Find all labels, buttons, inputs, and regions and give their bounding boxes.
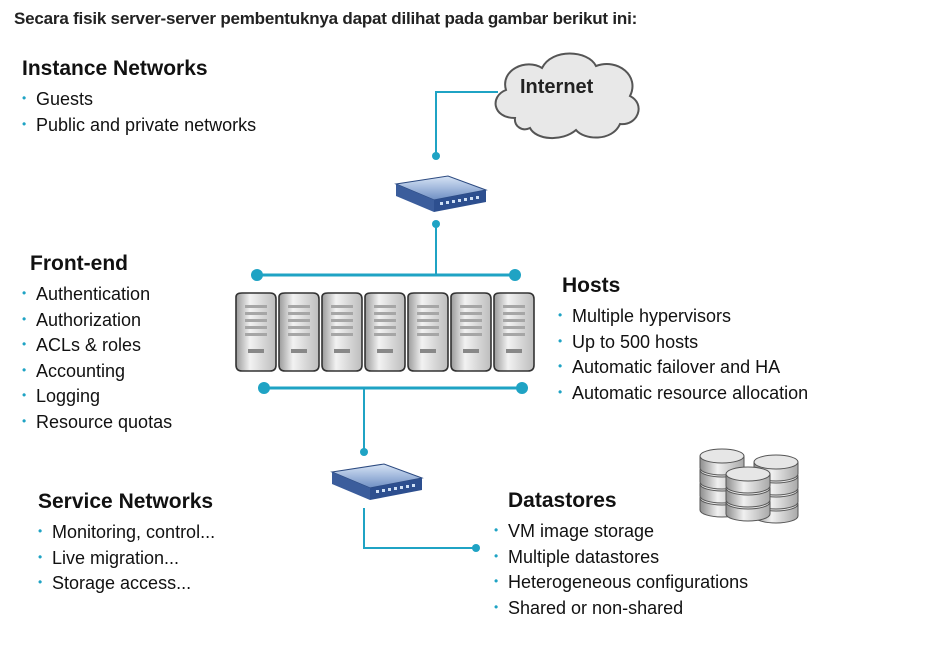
list-item-text: ACLs & roles <box>36 335 142 355</box>
list-item-text: Up to 500 hosts <box>572 331 699 352</box>
list-item: • Logging <box>22 384 172 410</box>
list-item: • Automatic resource allocation <box>558 381 808 407</box>
list-item: • Accounting <box>22 359 172 385</box>
list-item: • Authentication <box>22 282 172 308</box>
list-item: • Live migration... <box>38 546 215 572</box>
bullet-icon: • <box>22 337 27 351</box>
internet-label: Internet <box>520 76 594 98</box>
list-item: • ACLs & roles <box>22 333 172 359</box>
list-item-text: Authorization <box>36 309 142 330</box>
bullet-icon: • <box>494 574 499 588</box>
bullet-list: • VM image storage • Multiple datastores • He… <box>494 519 748 621</box>
instance-networks-section: Instance Networks • Guests • Public and pri… <box>22 57 256 138</box>
list-item-text: Multiple datastores <box>508 546 660 567</box>
network-switch-icon <box>330 463 424 500</box>
front-end-section: Front-end •Authentication•Authorization•… <box>22 252 172 435</box>
list-item-text: Guests <box>36 89 94 109</box>
section-title: Instance Networks <box>22 57 208 80</box>
bullet-icon: • <box>22 388 27 402</box>
list-item: • Multiple hypervisors <box>558 304 808 330</box>
list-item-text: Public and private networks <box>36 114 257 135</box>
bullet-icon: • <box>22 311 27 326</box>
server-icon <box>407 292 449 372</box>
datastores-section: Datastores • VM image storage • Multiple da… <box>494 489 748 621</box>
server-icon <box>493 292 535 372</box>
list-item: • VM image storage <box>494 519 748 545</box>
list-item-text: Authentication <box>36 284 151 304</box>
server-icon <box>278 292 320 372</box>
list-item: • Heterogeneous configurations <box>494 570 748 596</box>
bullet-icon: • <box>22 362 27 377</box>
list-item: • Monitoring, control... <box>38 520 215 546</box>
bullet-icon: • <box>494 599 499 614</box>
list-item-text: Heterogeneous configurations <box>508 572 749 592</box>
server-icon <box>321 292 363 372</box>
disk-stack-icon <box>699 448 799 524</box>
bullet-icon: • <box>494 548 499 563</box>
list-item-text: Accounting <box>36 360 126 381</box>
server-icon <box>364 292 406 372</box>
bullet-icon: • <box>38 524 43 538</box>
list-item: • Guests <box>22 87 256 113</box>
bullet-icon: • <box>494 523 499 537</box>
bullet-list: • Authentication • Authorization • ACLs & rol… <box>22 282 172 435</box>
cloud-icon <box>494 52 640 139</box>
page-caption: Secara fisik server-server pembentuknya … <box>14 9 638 28</box>
list-item: • Storage access... <box>38 571 215 597</box>
network-links <box>257 91 522 549</box>
list-item-text: Resource quotas <box>36 411 173 432</box>
host-servers <box>235 292 535 372</box>
bullet-icon: • <box>22 286 27 300</box>
list-item-text: Shared or non-shared <box>508 597 684 618</box>
bullet-icon: • <box>22 116 27 131</box>
section-title: Hosts <box>562 274 621 297</box>
bullet-icon: • <box>38 575 43 589</box>
section-title: Datastores <box>508 489 617 512</box>
list-item: • Shared or non-shared <box>494 596 748 622</box>
list-item-text: Automatic resource allocation <box>572 382 809 403</box>
list-item: • Public and private networks <box>22 113 256 139</box>
server-icon <box>235 292 277 372</box>
link-endpoints <box>251 152 528 552</box>
list-item: • Up to 500 hosts <box>558 330 808 356</box>
list-item: • Authorization <box>22 308 172 334</box>
network-switch-icon <box>394 175 488 212</box>
list-item: • Multiple datastores <box>494 545 748 571</box>
bullet-icon: • <box>22 91 27 105</box>
internet-link <box>435 91 498 156</box>
list-item-text: Logging <box>36 386 101 406</box>
bullet-icon: • <box>558 308 563 322</box>
list-item: • Automatic failover and HA <box>558 355 808 381</box>
list-item-text: Live migration... <box>52 547 180 568</box>
service-to-datastore-link <box>363 508 476 549</box>
bullet-list: • Guests • Public and private networks <box>22 87 256 138</box>
list-item: • Resource quotas <box>22 410 172 436</box>
bullet-icon: • <box>558 384 563 399</box>
bullet-icon: • <box>558 359 563 373</box>
list-item-text: Monitoring, control... <box>52 522 216 542</box>
service-networks-section: Service Networks • Monitoring, control...… <box>38 490 215 597</box>
list-item-text: VM image storage <box>508 521 655 541</box>
bullet-icon: • <box>38 549 43 564</box>
section-title: Front-end <box>30 252 128 275</box>
bullet-icon: • <box>22 413 27 428</box>
list-item-text: Multiple hypervisors <box>572 306 732 326</box>
bullet-icon: • <box>558 333 563 348</box>
list-item-text: Automatic failover and HA <box>572 357 781 377</box>
section-title: Service Networks <box>38 490 214 513</box>
list-item-text: Storage access... <box>52 573 192 593</box>
bullet-list: • Monitoring, control... • Live migration..… <box>38 520 215 597</box>
bullet-list: • Multiple hypervisors • Up to 500 hosts • Au… <box>558 304 808 406</box>
server-icon <box>450 292 492 372</box>
hosts-section: Hosts • Multiple hypervisors • Up to 500 ho… <box>558 274 808 406</box>
